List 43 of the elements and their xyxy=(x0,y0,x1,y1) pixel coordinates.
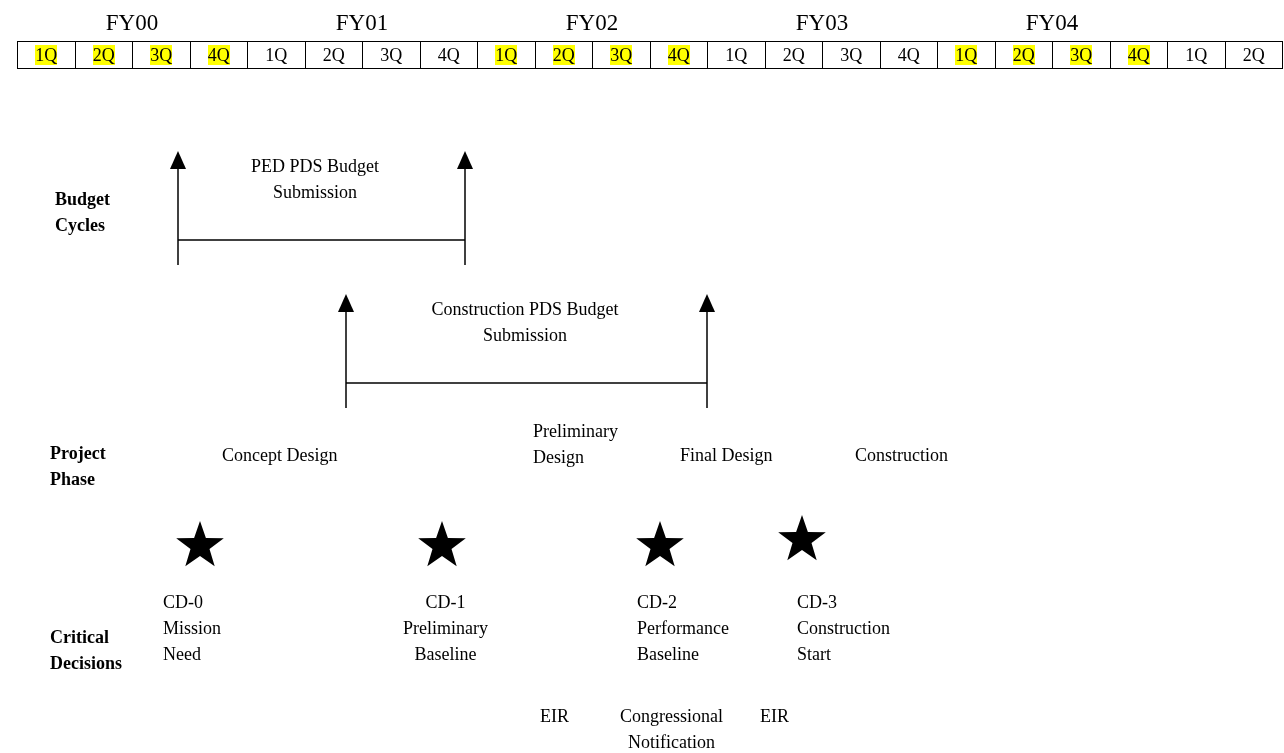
fiscal-year-label: FY01 xyxy=(334,10,390,36)
quarter-cell: 4Q xyxy=(649,41,708,69)
phase-label: Preliminary Design xyxy=(533,420,618,469)
note-label: EIR xyxy=(760,705,789,728)
quarter-cell: 2Q xyxy=(764,41,823,69)
quarter-cell: 3Q xyxy=(822,41,881,69)
row-heading: Project Phase xyxy=(50,442,106,491)
fiscal-year-label: FY04 xyxy=(1024,10,1080,36)
quarter-cell: 1Q xyxy=(17,41,76,69)
quarter-cell: 1Q xyxy=(707,41,766,69)
quarter-cell: 3Q xyxy=(362,41,421,69)
quarter-cell: 4Q xyxy=(1109,41,1168,69)
quarter-cell: 2Q xyxy=(304,41,363,69)
note-label: Congressional Notification xyxy=(620,705,723,753)
milestone-label: Construction PDS Budget Submission xyxy=(430,298,620,347)
quarter-cell: 1Q xyxy=(937,41,996,69)
decision-label: CD-0 Mission Need xyxy=(163,591,221,666)
note-label: EIR xyxy=(540,705,569,728)
quarter-cell: 4Q xyxy=(879,41,938,69)
quarter-cell: 2Q xyxy=(74,41,133,69)
quarter-cell: 2Q xyxy=(994,41,1053,69)
decision-label: CD-2 Performance Baseline xyxy=(637,591,729,666)
quarter-cell: 2Q xyxy=(534,41,593,69)
phase-label: Final Design xyxy=(680,444,773,467)
phase-label: Construction xyxy=(855,444,948,467)
quarter-cell: 2Q xyxy=(1224,41,1283,69)
fiscal-year-label: FY03 xyxy=(794,10,850,36)
row-heading: Budget Cycles xyxy=(55,188,110,237)
phase-label: Concept Design xyxy=(222,444,338,467)
decision-label: CD-3 Construction Start xyxy=(797,591,890,666)
quarter-cell: 1Q xyxy=(247,41,306,69)
fiscal-year-label: FY02 xyxy=(564,10,620,36)
quarter-cell: 4Q xyxy=(419,41,478,69)
quarter-cell: 4Q xyxy=(189,41,248,69)
quarter-cell: 1Q xyxy=(477,41,536,69)
milestone-label: PED PDS Budget Submission xyxy=(250,155,380,204)
quarter-cell: 3Q xyxy=(1052,41,1111,69)
decision-label: CD-1 Preliminary Baseline xyxy=(403,591,488,666)
fiscal-year-label: FY00 xyxy=(104,10,160,36)
quarter-cell: 3Q xyxy=(132,41,191,69)
row-heading: Critical Decisions xyxy=(50,626,122,675)
quarter-cell: 1Q xyxy=(1167,41,1226,69)
quarter-cell: 3Q xyxy=(592,41,651,69)
